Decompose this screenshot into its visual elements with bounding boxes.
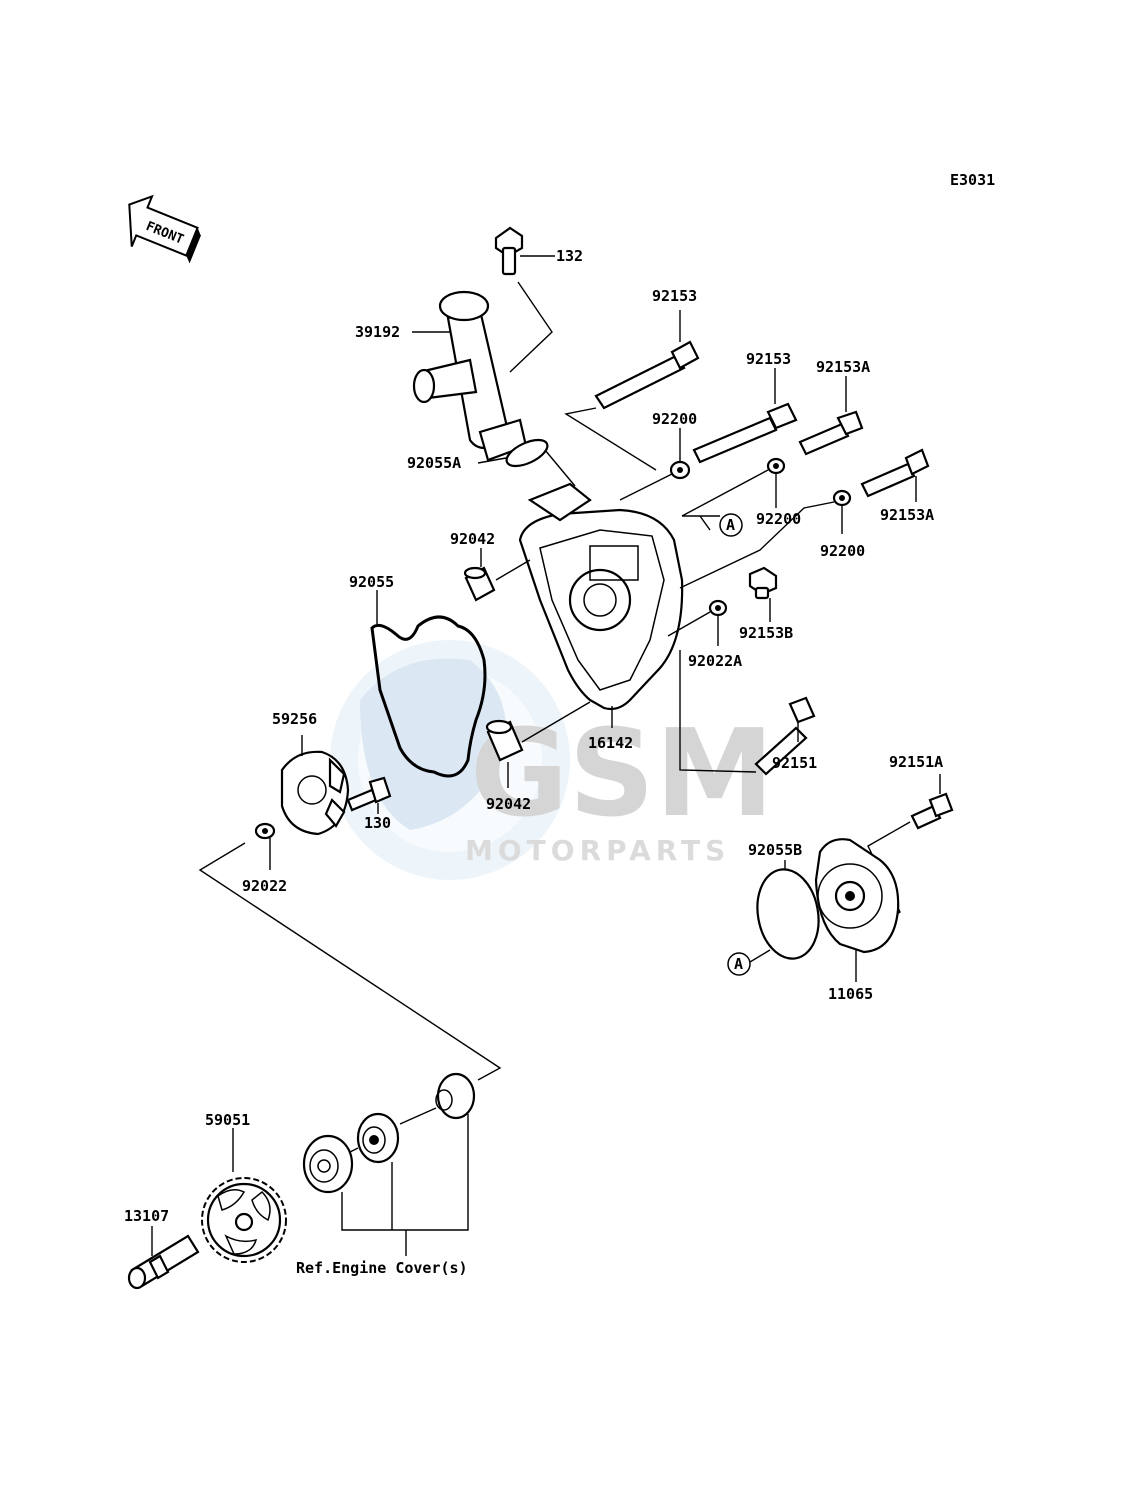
- label-92153A-right: 92153A: [880, 506, 934, 524]
- callout-a-top-label: A: [726, 516, 735, 534]
- label-92042-top: 92042: [450, 530, 495, 548]
- label-92151A: 92151A: [889, 753, 943, 771]
- pump-cover-16142: [518, 482, 684, 728]
- label-92055B: 92055B: [748, 841, 802, 859]
- label-92022A: 92022A: [688, 652, 742, 670]
- label-92153-top: 92153: [652, 287, 697, 305]
- bearing-large: [302, 1134, 354, 1194]
- bolt-92153-top: [564, 310, 700, 471]
- label-130: 130: [364, 814, 391, 832]
- bolt-92153A-top: [798, 376, 864, 456]
- callout-a-top: [719, 513, 743, 537]
- label-92042-low: 92042: [486, 795, 531, 813]
- dowel-92042-top: [463, 548, 531, 602]
- oil-seal: [435, 1072, 476, 1158]
- bolt-92151: [679, 650, 816, 776]
- shaft-13107: [127, 1226, 200, 1290]
- label-92022: 92022: [242, 877, 287, 895]
- label-92153-mid: 92153: [746, 350, 791, 368]
- bolt-130: [346, 776, 392, 814]
- callout-a-bottom-label: A: [734, 955, 743, 973]
- label-92200-top: 92200: [652, 410, 697, 428]
- gear-59051: [201, 1128, 287, 1263]
- watermark-brand: GSM: [470, 705, 774, 844]
- label-92151: 92151: [772, 754, 817, 772]
- label-92153A-top: 92153A: [816, 358, 870, 376]
- bolt-132: [494, 226, 555, 373]
- o-ring-92055B: [756, 868, 820, 960]
- dowel-92042-low: [485, 701, 591, 788]
- callout-a-bottom: [727, 952, 751, 976]
- bolt-92153B: [748, 566, 778, 622]
- label-92200-low: 92200: [820, 542, 865, 560]
- label-92055: 92055: [349, 573, 394, 591]
- label-92153B: 92153B: [739, 624, 793, 642]
- reference-note: Ref.Engine Cover(s): [296, 1259, 468, 1277]
- bolt-92153-mid: [692, 368, 798, 464]
- o-ring-92055A: [505, 438, 549, 468]
- label-59051: 59051: [205, 1111, 250, 1129]
- watermark-subtitle: MOTORPARTS: [465, 834, 730, 867]
- label-59256: 59256: [272, 710, 317, 728]
- diagram-code: E3031: [950, 171, 995, 189]
- impeller-59256: [280, 735, 350, 836]
- label-11065: 11065: [828, 985, 873, 1003]
- bolt-92153A-right: [860, 448, 930, 502]
- watermark: GSM MOTORPARTS: [330, 640, 774, 880]
- gasket-92055: [370, 615, 487, 778]
- label-13107: 13107: [124, 1207, 169, 1225]
- label-132: 132: [556, 247, 583, 265]
- label-39192: 39192: [355, 323, 400, 341]
- water-pipe-39192: [412, 290, 528, 462]
- label-92200-mid: 92200: [756, 510, 801, 528]
- pump-cover-11065: [814, 838, 900, 982]
- label-16142: 16142: [588, 734, 633, 752]
- label-92055A: 92055A: [407, 454, 461, 472]
- bearing-small: [356, 1112, 400, 1164]
- front-arrow-icon: FRONT: [128, 194, 201, 264]
